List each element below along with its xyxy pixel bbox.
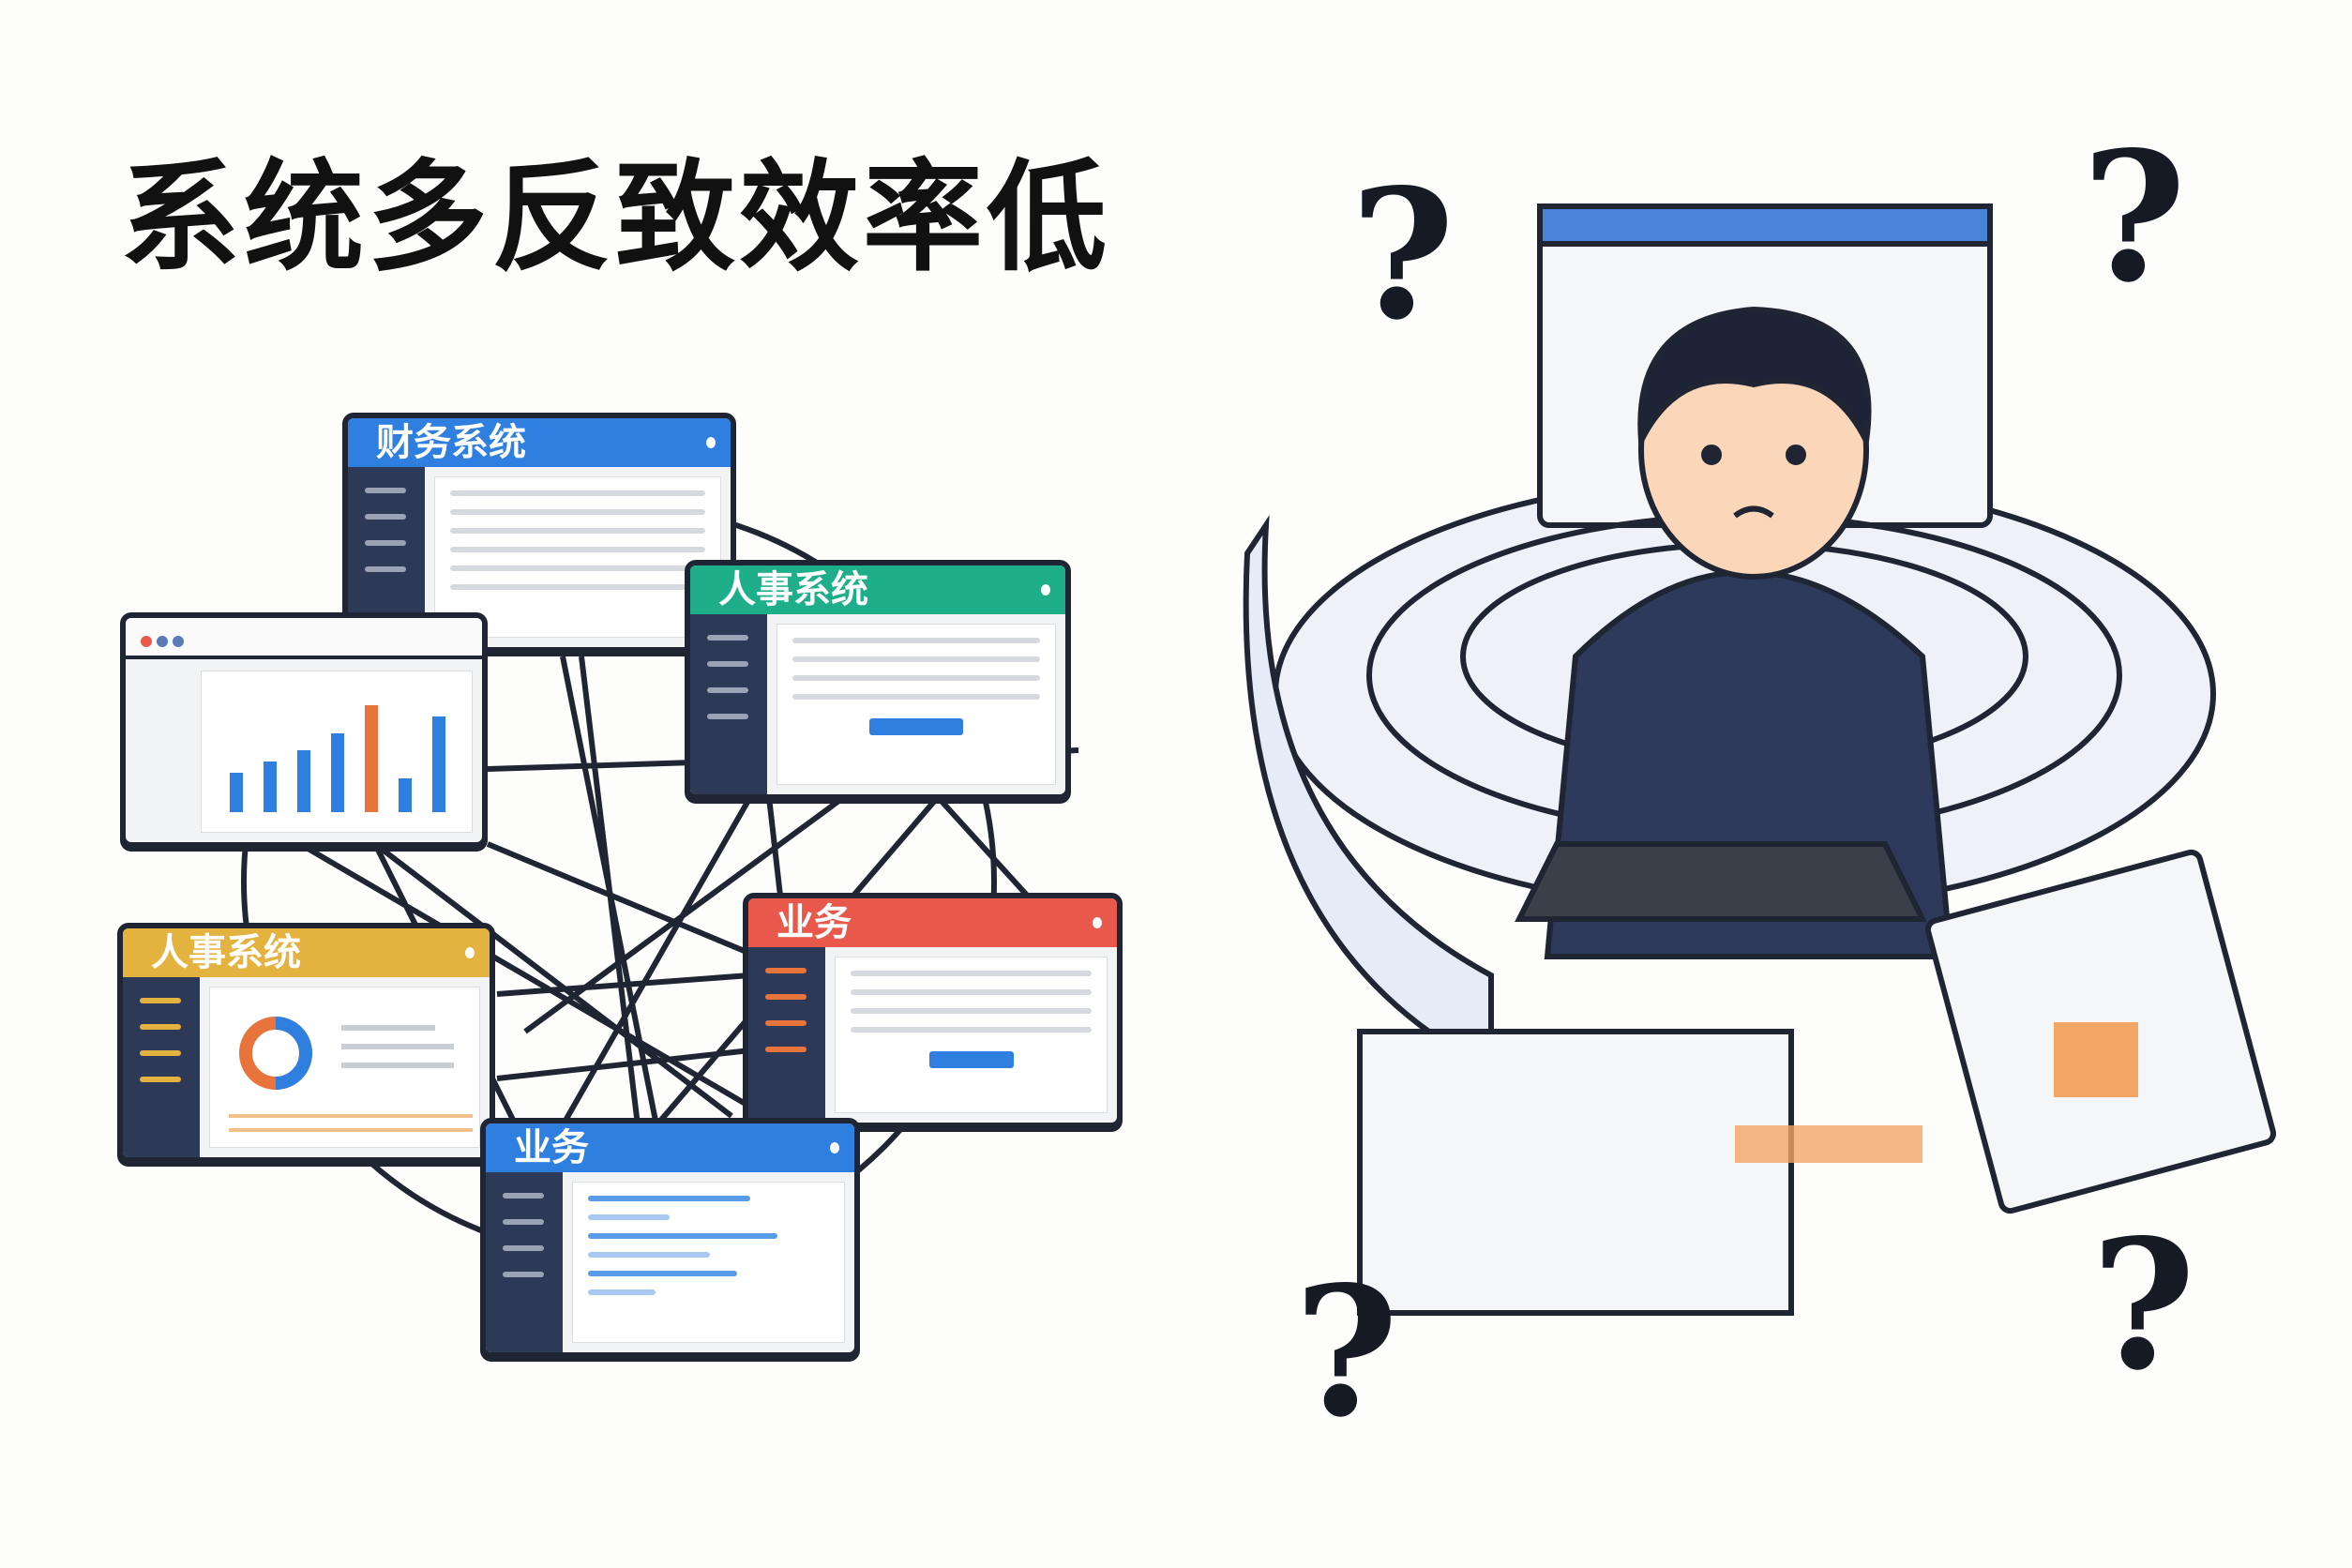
status-list [776, 624, 1056, 785]
window-dot-icon [706, 437, 716, 448]
window-titlebar: 人事系统 [123, 928, 490, 977]
window-titlebar: 业务 [486, 1123, 854, 1172]
question-mark-icon: ? [1350, 150, 1455, 359]
question-mark-icon: ? [2082, 113, 2187, 322]
chart-bar [331, 733, 344, 812]
window-title: 财务系统 [376, 421, 526, 464]
question-mark-icon: ? [2091, 1200, 2196, 1410]
window-dot-icon [1041, 584, 1050, 596]
chart-bar [230, 773, 243, 812]
business-window-red: 业务 [743, 893, 1123, 1128]
close-dot-icon [141, 636, 152, 647]
donut-chart-panel [209, 987, 480, 1148]
chart-bar [399, 778, 412, 812]
hr-system-window-yellow: 人事系统 [117, 923, 495, 1163]
window-title: 业务 [776, 901, 852, 944]
bar-chart [201, 671, 473, 833]
chart-window [120, 612, 488, 848]
form-panel [835, 957, 1108, 1113]
chart-bar [297, 750, 310, 812]
person-hair [1637, 306, 1872, 452]
question-mark-icon: ? [1294, 1247, 1399, 1456]
window-dot-icon [1093, 917, 1102, 928]
chart-bar [365, 705, 378, 812]
window-dot-icon [465, 947, 475, 958]
keyboard-icon [1515, 841, 1927, 922]
data-table [434, 476, 721, 638]
hr-system-window-green: 人事系统 [685, 560, 1071, 800]
window-title: 人事系统 [718, 568, 868, 611]
screen-front [1357, 1029, 1794, 1316]
overwhelmed-worker-illustration [1243, 204, 2277, 1316]
progress-list [572, 1182, 845, 1343]
chart-bar [432, 716, 445, 812]
window-titlebar: 人事系统 [690, 565, 1065, 614]
maximize-dot-icon [173, 636, 185, 647]
chart-bar [264, 761, 277, 812]
business-window-blue: 业务 [480, 1118, 860, 1358]
window-title: 业务 [514, 1126, 589, 1169]
window-titlebar: 业务 [748, 898, 1117, 947]
action-buttons [928, 1051, 1014, 1068]
minimize-dot-icon [157, 636, 169, 647]
finance-system-window: 财务系统 [342, 413, 736, 653]
window-title: 人事系统 [151, 931, 301, 974]
window-titlebar [126, 618, 482, 659]
page-title: 系统多反致效率低 [120, 148, 1111, 288]
action-buttons [869, 718, 963, 735]
window-titlebar: 财务系统 [348, 418, 731, 467]
window-dot-icon [830, 1142, 839, 1153]
